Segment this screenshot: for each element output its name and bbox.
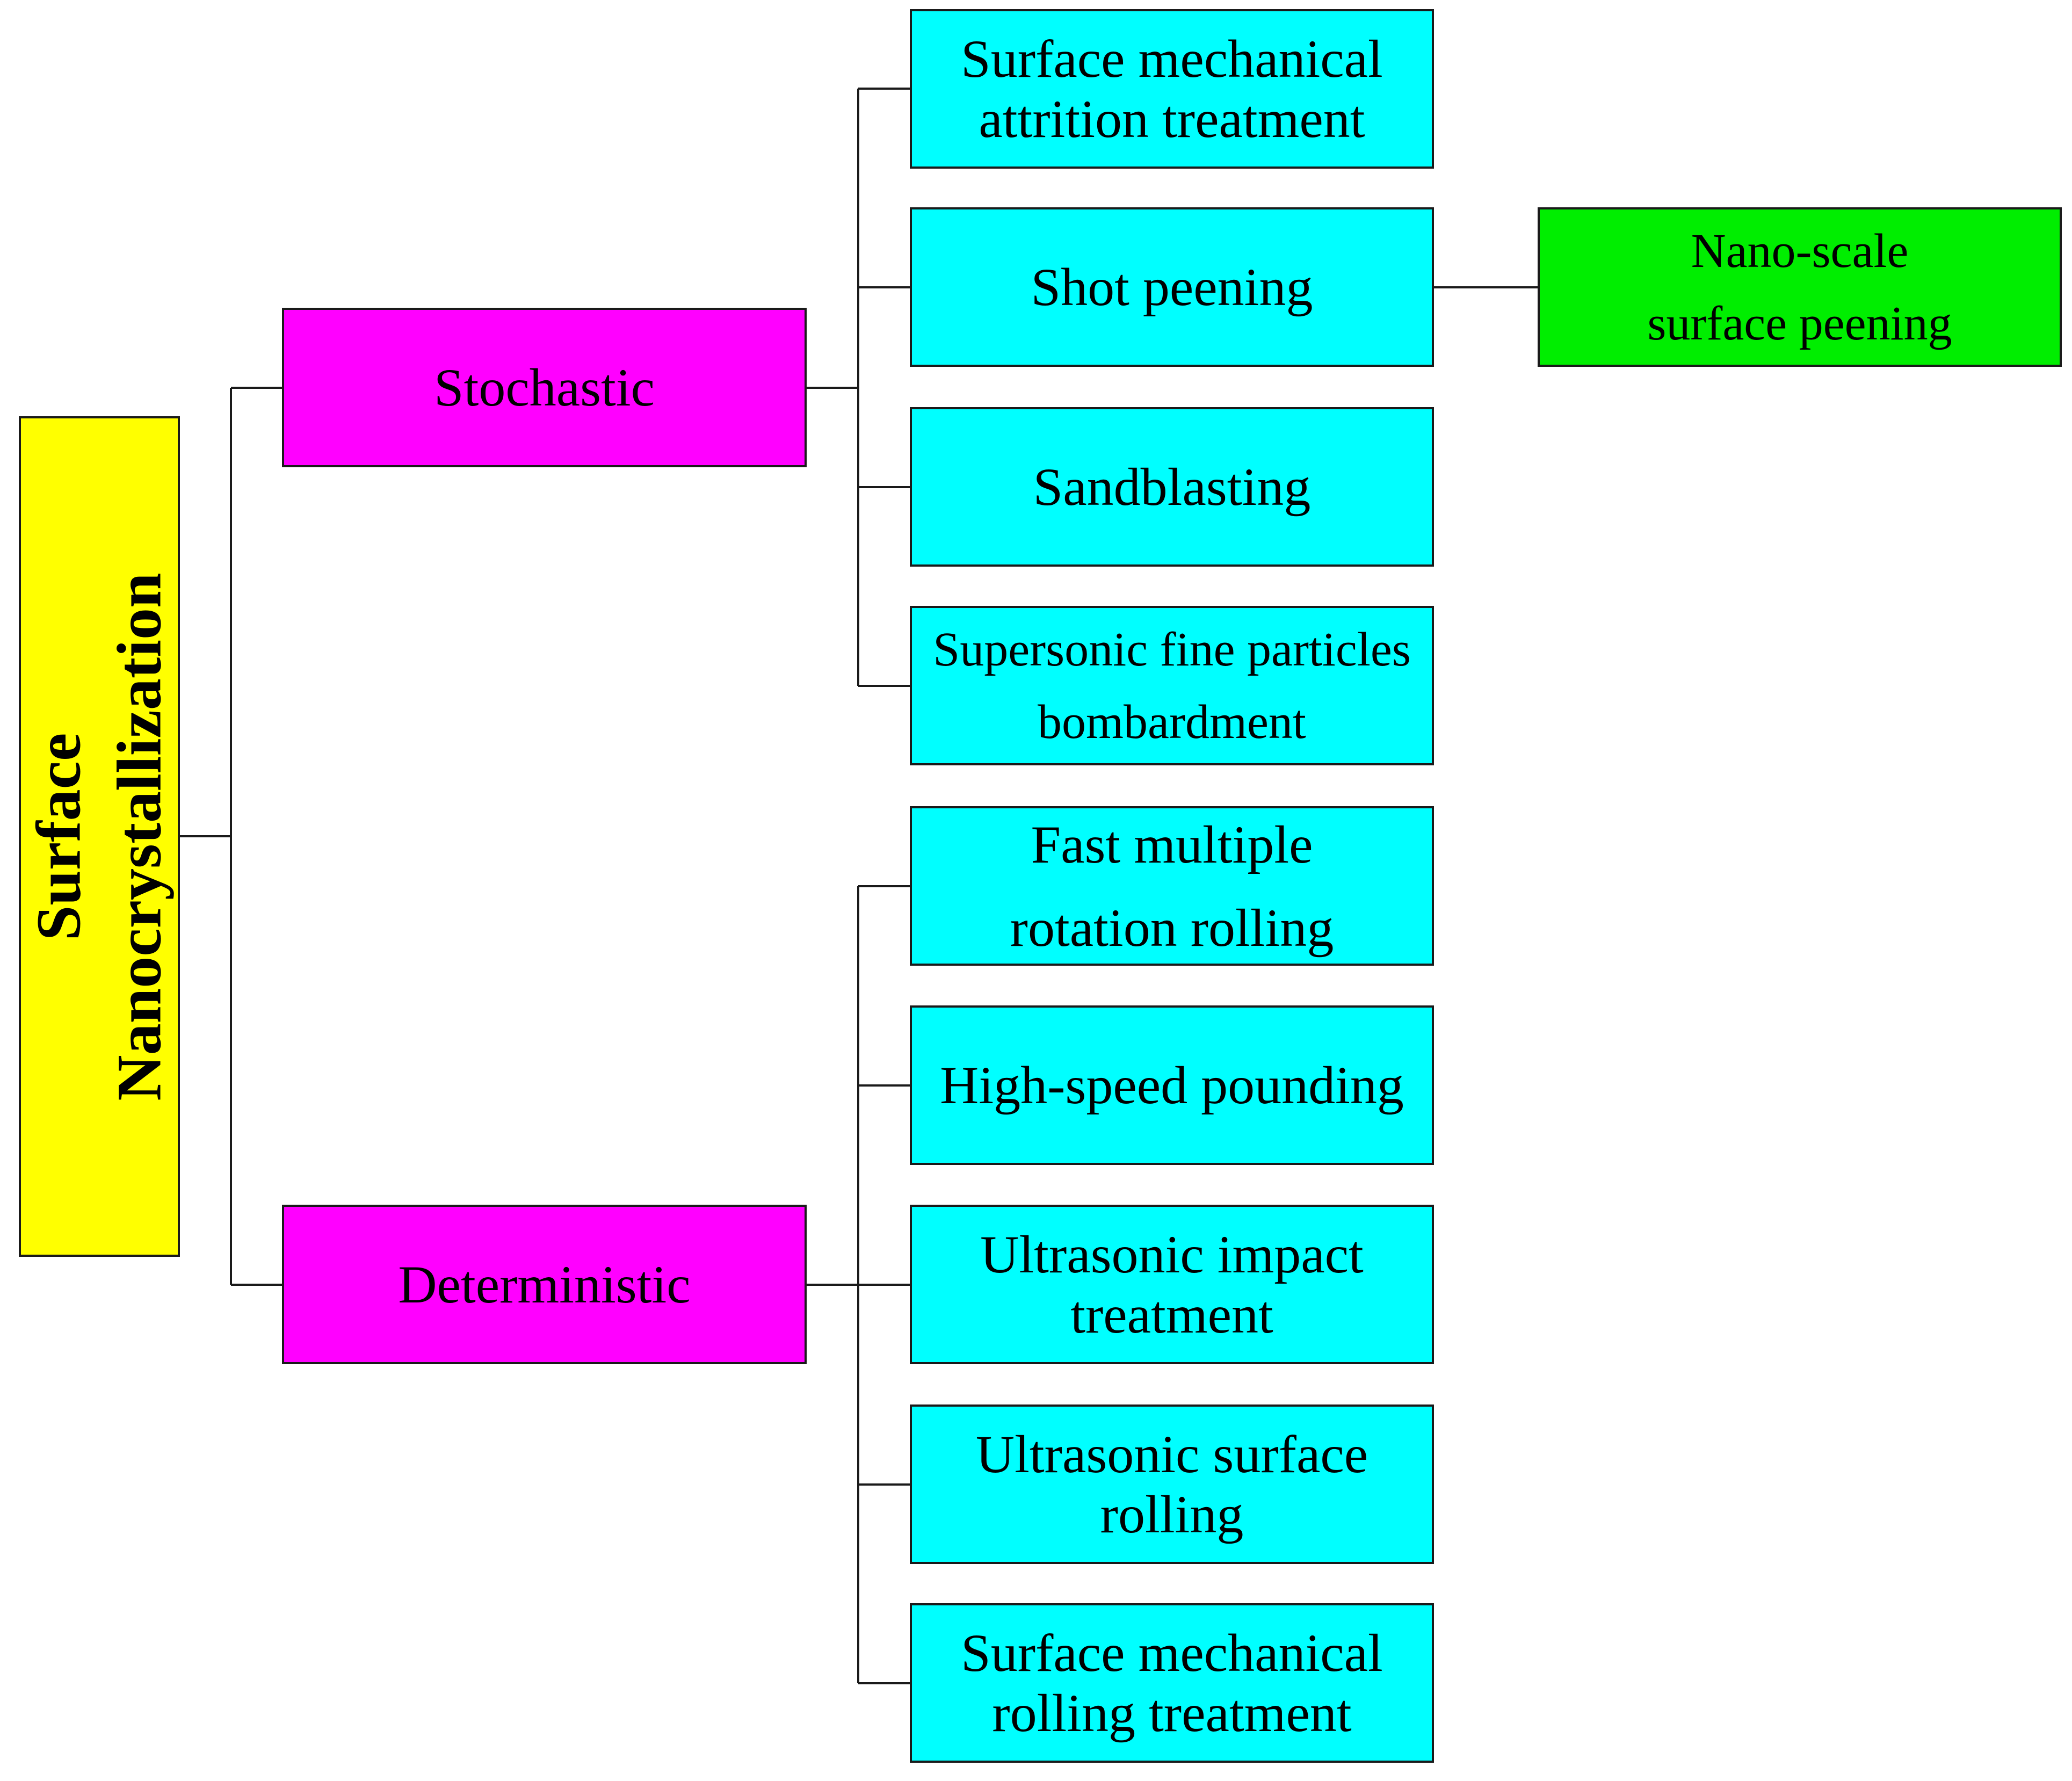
- method-label: Ultrasonic impact treatment: [980, 1224, 1364, 1344]
- method-label: Shot peening: [1031, 257, 1313, 317]
- root-label: Surface Nanocrystallization: [19, 573, 180, 1101]
- method-ultrasonic-impact-treatment: Ultrasonic impact treatment: [910, 1205, 1434, 1364]
- method-fast-multiple-rotation-rolling: Fast multiple rotation rolling: [910, 806, 1434, 966]
- method-label: Fast multiple rotation rolling: [1010, 814, 1334, 958]
- method-label: Surface mechanical attrition treatment: [961, 28, 1383, 149]
- category-deterministic: Deterministic: [282, 1205, 807, 1364]
- root-node: Surface Nanocrystallization: [19, 416, 180, 1257]
- method-label: Supersonic fine particles bombardment: [933, 622, 1411, 749]
- method-surface-mechanical-attrition-treatment: Surface mechanical attrition treatment: [910, 9, 1434, 169]
- method-label: High-speed pounding: [940, 1055, 1404, 1115]
- method-label: Ultrasonic surface rolling: [975, 1424, 1368, 1544]
- method-ultrasonic-surface-rolling: Ultrasonic surface rolling: [910, 1404, 1434, 1564]
- root-label-line2: Nanocrystallization: [104, 572, 175, 1101]
- category-deterministic-label: Deterministic: [398, 1255, 691, 1314]
- method-label: Surface mechanical rolling treatment: [961, 1623, 1383, 1743]
- method-supersonic-fine-particles-bombardment: Supersonic fine particles bombardment: [910, 606, 1434, 765]
- method-label: Sandblasting: [1033, 457, 1311, 517]
- category-stochastic: Stochastic: [282, 308, 807, 467]
- root-label-line1: Surface: [24, 733, 94, 940]
- sub-method-label: Nano-scale surface peening: [1647, 224, 1952, 350]
- category-stochastic-label: Stochastic: [433, 358, 655, 417]
- method-surface-mechanical-rolling-treatment: Surface mechanical rolling treatment: [910, 1603, 1434, 1763]
- method-high-speed-pounding: High-speed pounding: [910, 1005, 1434, 1165]
- method-sandblasting: Sandblasting: [910, 407, 1434, 567]
- method-shot-peening: Shot peening: [910, 207, 1434, 367]
- sub-method-nano-scale-surface-peening: Nano-scale surface peening: [1538, 207, 2062, 367]
